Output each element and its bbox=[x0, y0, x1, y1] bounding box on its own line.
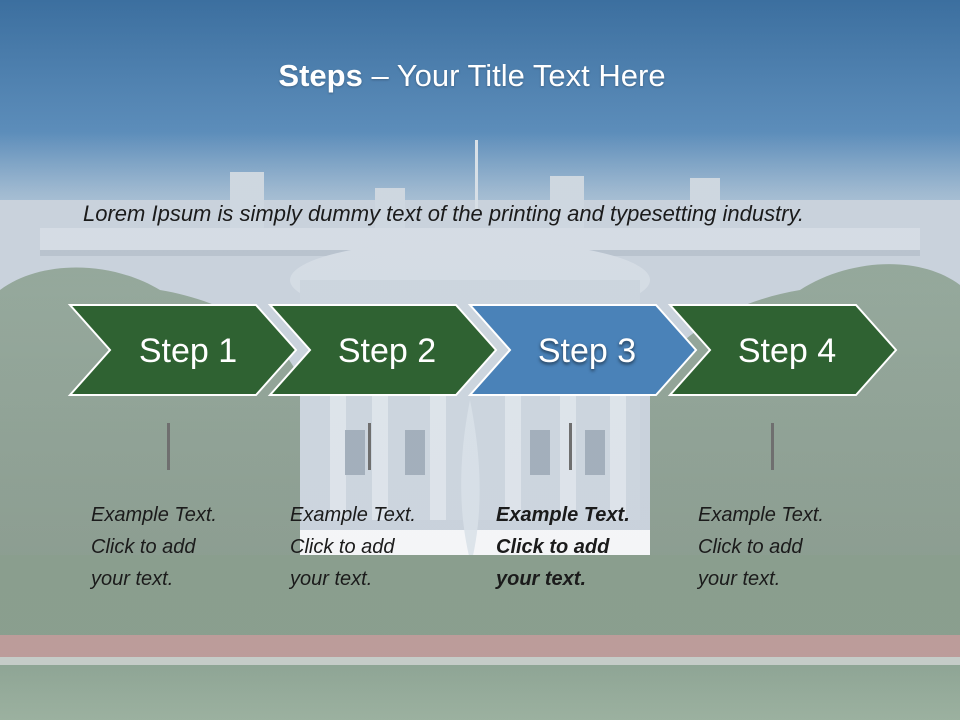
step-2-desc-line-3: your text. bbox=[290, 568, 373, 590]
step-2-desc-line-1: Example Text. bbox=[290, 504, 416, 526]
step-2-desc-line-2: Click to add bbox=[290, 536, 395, 558]
step-4-connector bbox=[771, 423, 774, 470]
step-4-chevron[interactable] bbox=[667, 304, 898, 396]
step-1-desc-line-1: Example Text. bbox=[91, 504, 217, 526]
step-1-desc-line-3: your text. bbox=[91, 568, 174, 590]
step-3-chevron[interactable] bbox=[467, 304, 698, 396]
step-4-description[interactable]: Example Text. Click to add your text. bbox=[698, 499, 878, 595]
slide-title: Steps – Your Title Text Here bbox=[0, 56, 944, 96]
title-rest-part: – Your Title Text Here bbox=[362, 58, 666, 93]
step-3-desc-line-1: Example Text. bbox=[496, 504, 630, 526]
step-4-desc-line-3: your text. bbox=[698, 568, 781, 590]
step-2-chevron[interactable] bbox=[267, 304, 498, 396]
step-1-connector bbox=[167, 423, 170, 470]
step-1-label[interactable]: Step 1 bbox=[138, 332, 238, 370]
step-1-desc-line-2: Click to add bbox=[91, 536, 196, 558]
step-1-chevron[interactable] bbox=[67, 304, 298, 396]
step-3-connector bbox=[569, 423, 572, 470]
step-3-desc-line-2: Click to add bbox=[496, 536, 610, 558]
title-bold-part: Steps bbox=[278, 58, 363, 93]
step-3-description[interactable]: Example Text. Click to add your text. bbox=[496, 499, 676, 595]
step-4-desc-line-2: Click to add bbox=[698, 536, 803, 558]
step-2-connector bbox=[368, 423, 371, 470]
step-2-description[interactable]: Example Text. Click to add your text. bbox=[290, 499, 470, 595]
step-1-description[interactable]: Example Text. Click to add your text. bbox=[91, 499, 271, 595]
step-4-label[interactable]: Step 4 bbox=[737, 332, 837, 370]
step-3-desc-line-3: your text. bbox=[496, 568, 587, 590]
step-3-label[interactable]: Step 3 bbox=[537, 332, 637, 370]
step-4-desc-line-1: Example Text. bbox=[698, 504, 824, 526]
step-2-label[interactable]: Step 2 bbox=[337, 332, 437, 370]
intro-text[interactable]: Lorem Ipsum is simply dummy text of the … bbox=[83, 201, 805, 226]
